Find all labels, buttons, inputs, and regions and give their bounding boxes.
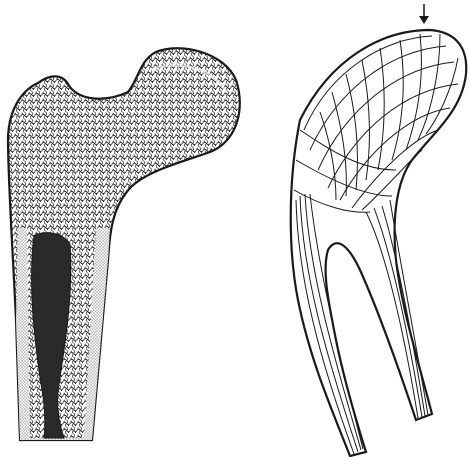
crane-model (291, 4, 467, 456)
femur-section (8, 48, 240, 440)
load-arrow-icon (419, 4, 429, 24)
